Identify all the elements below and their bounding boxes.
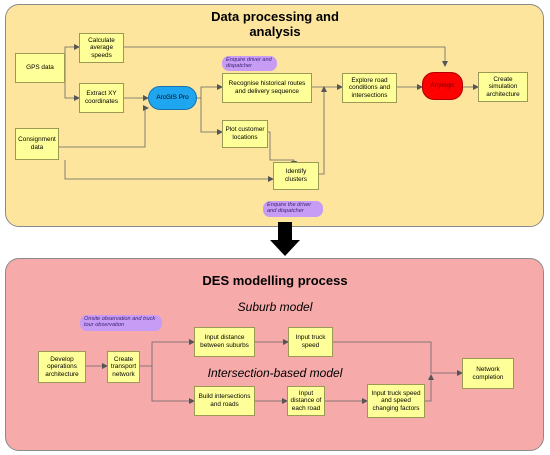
input-speed-factors-box: Input truck speed and speed changing fac…: [367, 384, 425, 418]
plot-customers-box: Plot customer locations: [222, 120, 268, 148]
create-simulation-box: Create simulation architecture: [478, 72, 528, 102]
input-truck-speed-box: Input truck speed: [288, 327, 333, 357]
intersection-model-label: Intersection-based model: [207, 366, 343, 380]
build-intersections-box: Build intersections and roads: [194, 386, 255, 416]
enquire-note-bottom: Enquire the driver and dispatcher: [263, 201, 323, 217]
down-arrow-icon: [270, 222, 300, 256]
top-panel-title: Data processing and analysis: [211, 9, 339, 39]
develop-architecture-box: Develop operations architecture: [38, 351, 86, 383]
des-modelling-panel: [5, 258, 544, 451]
explore-roads-box: Explore road conditions and intersection…: [342, 73, 397, 103]
arcgis-pro-box: ArcGIS Pro: [148, 86, 197, 110]
enquire-note-top: Enquire driver and dispatcher: [222, 56, 277, 71]
extract-xy-box: Extract XY coordinates: [79, 83, 124, 113]
calculate-speeds-box: Calculate average speeds: [79, 33, 124, 63]
anylogic-box: Anylogic: [422, 72, 463, 100]
onsite-observation-note: Onsite observation and truck tour observ…: [80, 315, 162, 331]
create-network-box: Create transport network: [107, 351, 140, 383]
identify-clusters-box: Identify clusters: [273, 162, 319, 190]
suburb-model-label: Suburb model: [237, 300, 313, 314]
network-completion-box: Network completion: [462, 358, 514, 389]
input-distance-road-box: Input distance of each road: [287, 386, 325, 416]
gps-data-box: GPS data: [15, 53, 65, 83]
consignment-data-box: Consignment data: [15, 128, 59, 160]
recognise-routes-box: Recognise historical routes and delivery…: [222, 73, 312, 103]
bottom-panel-title: DES modelling process: [202, 273, 348, 288]
input-distance-suburbs-box: Input distance between suburbs: [194, 327, 255, 357]
